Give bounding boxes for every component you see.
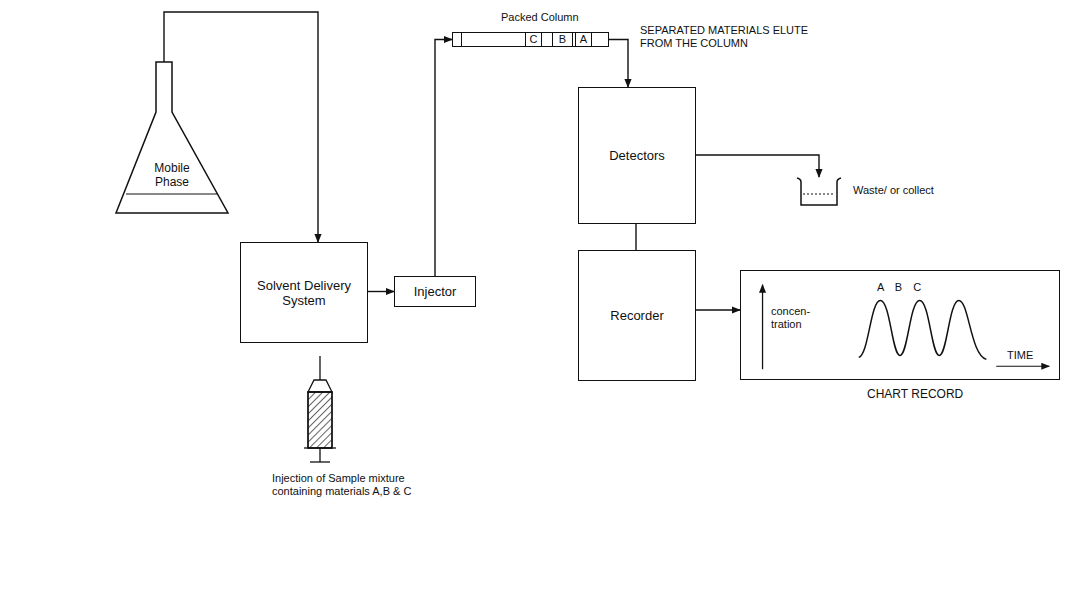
- process-box: Injector: [394, 276, 476, 307]
- flask: Mobile Phase: [112, 60, 232, 216]
- band-segment: A: [575, 32, 592, 47]
- node-text: B: [559, 34, 566, 45]
- flow-line: [609, 40, 628, 88]
- node-text: Injector: [414, 284, 457, 299]
- chart-record: A B Cconcen- trationTIMECHART RECORD: [740, 270, 1060, 380]
- axis-label: concen- tration: [771, 305, 823, 331]
- node-text: Solvent Delivery System: [245, 278, 363, 308]
- band-segment: B: [552, 32, 573, 47]
- flow-line: [368, 291, 394, 292]
- node-text: C: [530, 34, 538, 45]
- packed-column: Packed ColumnCBA: [452, 32, 609, 47]
- note-text: Injection of Sample mixture containing m…: [272, 472, 412, 498]
- process-box: Recorder: [578, 250, 696, 381]
- syringe: [304, 356, 336, 462]
- process-box: Detectors: [578, 87, 696, 224]
- column-label: Packed Column: [501, 11, 579, 23]
- chart-caption: CHART RECORD: [867, 387, 963, 401]
- flask-label: Mobile Phase: [137, 162, 207, 190]
- node-text: Recorder: [610, 308, 663, 323]
- peak-labels: A B C: [877, 281, 921, 294]
- node-text: Detectors: [609, 148, 665, 163]
- waste-beaker: Waste/ or collect: [795, 176, 843, 206]
- flow-line: [696, 309, 740, 310]
- column-frit: [461, 33, 462, 46]
- flask-outline: [112, 60, 232, 216]
- note-text: SEPARATED MATERIALS ELUTE FROM THE COLUM…: [640, 24, 840, 50]
- flow-line: [635, 224, 636, 250]
- beaker-outline: [795, 176, 843, 206]
- waste-label: Waste/ or collect: [853, 184, 934, 196]
- process-box: Solvent Delivery System: [240, 242, 368, 343]
- flow-line: [696, 155, 819, 177]
- flow-line: [435, 40, 452, 277]
- axis-label: TIME: [1007, 349, 1033, 362]
- band-segment: C: [525, 32, 542, 47]
- node-text: A: [580, 34, 587, 45]
